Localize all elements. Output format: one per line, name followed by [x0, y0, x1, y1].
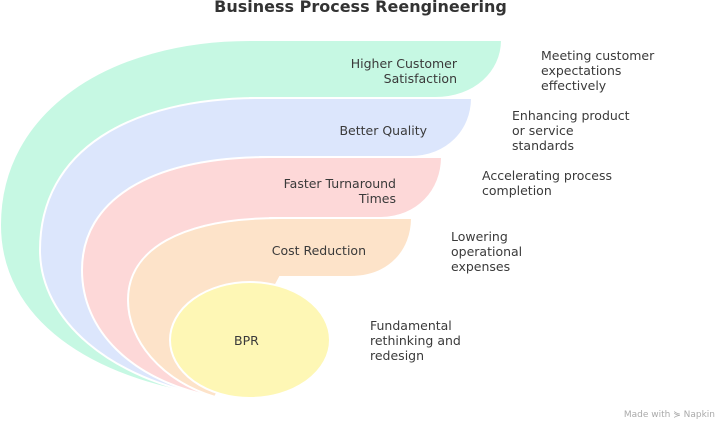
layer-description: Meeting customer expectations effectivel…: [541, 48, 655, 93]
layer-description: Fundamental rethinking and redesign: [370, 318, 461, 363]
layer-bpr-core: [169, 281, 331, 399]
layer-label: Faster Turnaround Times: [283, 176, 396, 206]
layer-description: Accelerating process completion: [482, 168, 612, 198]
napkin-watermark: Made with ⋟ Napkin: [623, 410, 715, 420]
layer-description: Lowering operational expenses: [451, 229, 523, 274]
layer-label: Higher Customer Satisfaction: [350, 56, 457, 86]
layer-label: BPR: [234, 333, 259, 348]
layer-label: Better Quality: [339, 123, 427, 138]
layer-description: Enhancing product or service standards: [512, 108, 630, 153]
diagram-title: Business Process Reengineering: [214, 0, 507, 16]
layer-label: Cost Reduction: [271, 243, 366, 258]
